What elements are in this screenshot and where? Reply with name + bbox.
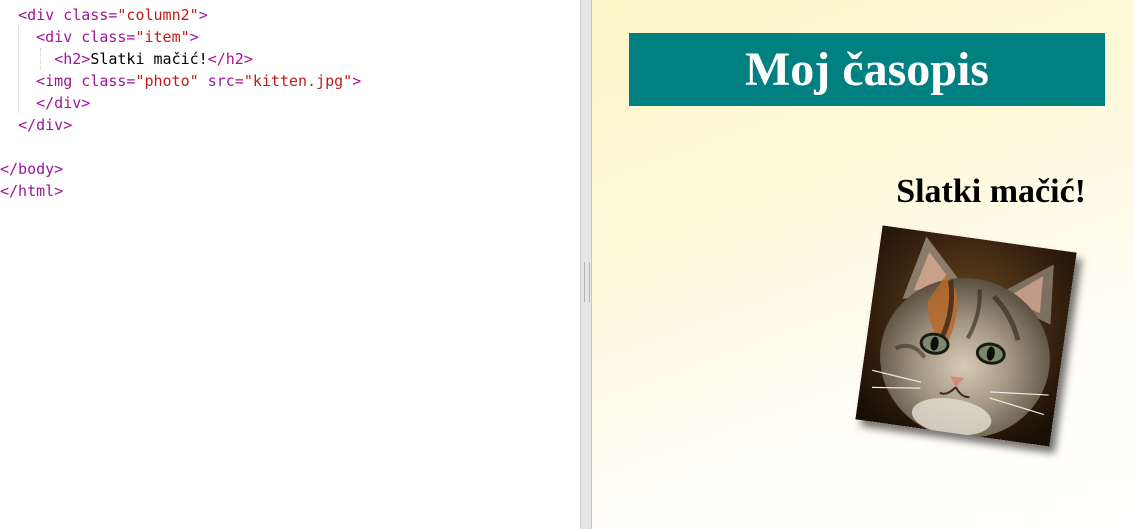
code-token: > bbox=[352, 72, 362, 90]
code-line[interactable]: <div class="item"> bbox=[0, 26, 199, 48]
code-token: <div bbox=[18, 6, 64, 24]
code-indent bbox=[0, 72, 36, 90]
code-token: </div> bbox=[18, 116, 73, 134]
code-line[interactable]: </div> bbox=[0, 92, 90, 114]
code-line[interactable]: <h2>Slatki mačić!</h2> bbox=[0, 48, 253, 70]
kitten-photo bbox=[855, 225, 1077, 447]
splitter-grip-icon[interactable] bbox=[584, 262, 590, 302]
code-line[interactable]: <img class="photo" src="kitten.jpg"> bbox=[0, 70, 361, 92]
code-token: > bbox=[198, 6, 208, 24]
pane-splitter[interactable] bbox=[580, 0, 592, 529]
item-heading: Slatki mačić! bbox=[896, 173, 1086, 210]
code-token: Slatki mačić! bbox=[90, 50, 208, 68]
code-token: "photo" bbox=[135, 72, 199, 90]
code-indent bbox=[0, 116, 18, 134]
kitten-image-icon bbox=[855, 225, 1077, 447]
code-indent bbox=[0, 6, 18, 24]
masthead-title: Moj časopis bbox=[629, 33, 1105, 106]
code-token: </h2> bbox=[207, 50, 253, 68]
code-line[interactable]: </body> bbox=[0, 158, 63, 180]
code-indent bbox=[0, 28, 36, 46]
code-token: class= bbox=[81, 28, 136, 46]
code-token: "item" bbox=[135, 28, 190, 46]
code-token: </html> bbox=[0, 182, 64, 200]
code-line[interactable]: </div> bbox=[0, 114, 72, 136]
code-token: "kitten.jpg" bbox=[243, 72, 353, 90]
code-token: </body> bbox=[0, 160, 64, 178]
code-indent bbox=[0, 50, 54, 68]
code-line[interactable]: <div class="column2"> bbox=[0, 4, 208, 26]
indent-guide bbox=[18, 26, 19, 114]
code-token: <h2> bbox=[54, 50, 91, 68]
code-token: </div> bbox=[36, 94, 91, 112]
code-token: src= bbox=[198, 72, 244, 90]
code-token: "column2" bbox=[117, 6, 199, 24]
code-editor[interactable]: <div class="column2"> <div class="item">… bbox=[0, 0, 580, 529]
code-token: > bbox=[189, 28, 199, 46]
code-token: <img bbox=[36, 72, 82, 90]
code-token: <div bbox=[36, 28, 82, 46]
code-line[interactable]: </html> bbox=[0, 180, 63, 202]
code-token: class= bbox=[81, 72, 136, 90]
preview-pane: Moj časopis Slatki mačić! bbox=[592, 0, 1134, 529]
code-indent bbox=[0, 94, 36, 112]
indent-guide bbox=[40, 48, 41, 70]
code-token: class= bbox=[63, 6, 118, 24]
